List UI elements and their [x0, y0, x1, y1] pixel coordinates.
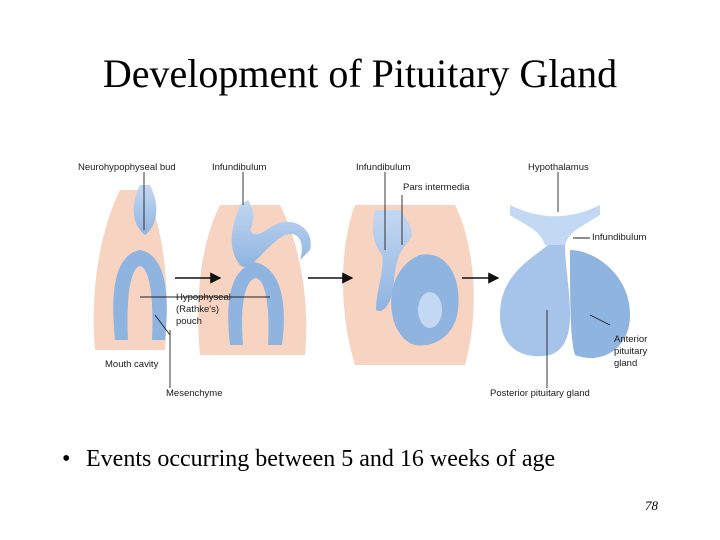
- stage-2: [198, 200, 311, 355]
- label-anterior-line3: gland: [614, 358, 638, 369]
- hypothalamus-shape: [510, 205, 600, 245]
- bullet-dot: •: [62, 446, 71, 472]
- stage-3: [342, 205, 474, 365]
- label-hypophyseal-line3: pouch: [176, 316, 202, 327]
- neurohypophyseal-bud-shape: [133, 185, 157, 235]
- label-hypophyseal-line2: (Rathke's): [176, 304, 219, 315]
- posterior-pituitary-shape: [500, 245, 570, 357]
- diagram-illustration: [93, 172, 630, 388]
- label-posterior-pituitary-gland: Posterior pituitary gland: [490, 388, 590, 399]
- residual-lumen-3: [418, 292, 442, 328]
- bullet-text: Events occurring between 5 and 16 weeks …: [86, 446, 556, 472]
- bullet-item: • Events occurring between 5 and 16 weeks…: [62, 446, 555, 473]
- rathke-pouch-shape-2: [228, 262, 284, 345]
- label-hypophyseal-line1: Hypophyseal: [176, 292, 231, 303]
- stage-1: [93, 185, 167, 350]
- label-infundibulum-3: Infundibulum: [592, 232, 647, 243]
- anterior-pituitary-shape: [570, 250, 630, 359]
- label-pars-intermedia: Pars intermedia: [403, 182, 470, 193]
- label-neurohypophyseal-bud: Neurohypophyseal bud: [78, 162, 176, 173]
- label-anterior-line2: pituitary: [614, 346, 648, 357]
- label-hypothalamus: Hypothalamus: [528, 162, 589, 173]
- pituitary-development-diagram: Neurohypophyseal bud Infundibulum Infund…: [70, 150, 670, 410]
- page-number: 78: [645, 498, 658, 513]
- stage-4: [500, 205, 630, 359]
- slide-title: Development of Pituitary Gland: [102, 51, 618, 96]
- label-infundibulum-1: Infundibulum: [212, 162, 267, 173]
- label-mouth-cavity: Mouth cavity: [105, 359, 159, 370]
- label-mesenchyme: Mesenchyme: [166, 388, 223, 399]
- label-anterior-line1: Anterior: [614, 334, 648, 345]
- leader-lines: [140, 172, 611, 388]
- infundibulum-shape-2: [231, 200, 311, 268]
- rathke-pouch-shape-1: [113, 250, 167, 340]
- label-infundibulum-2: Infundibulum: [356, 162, 411, 173]
